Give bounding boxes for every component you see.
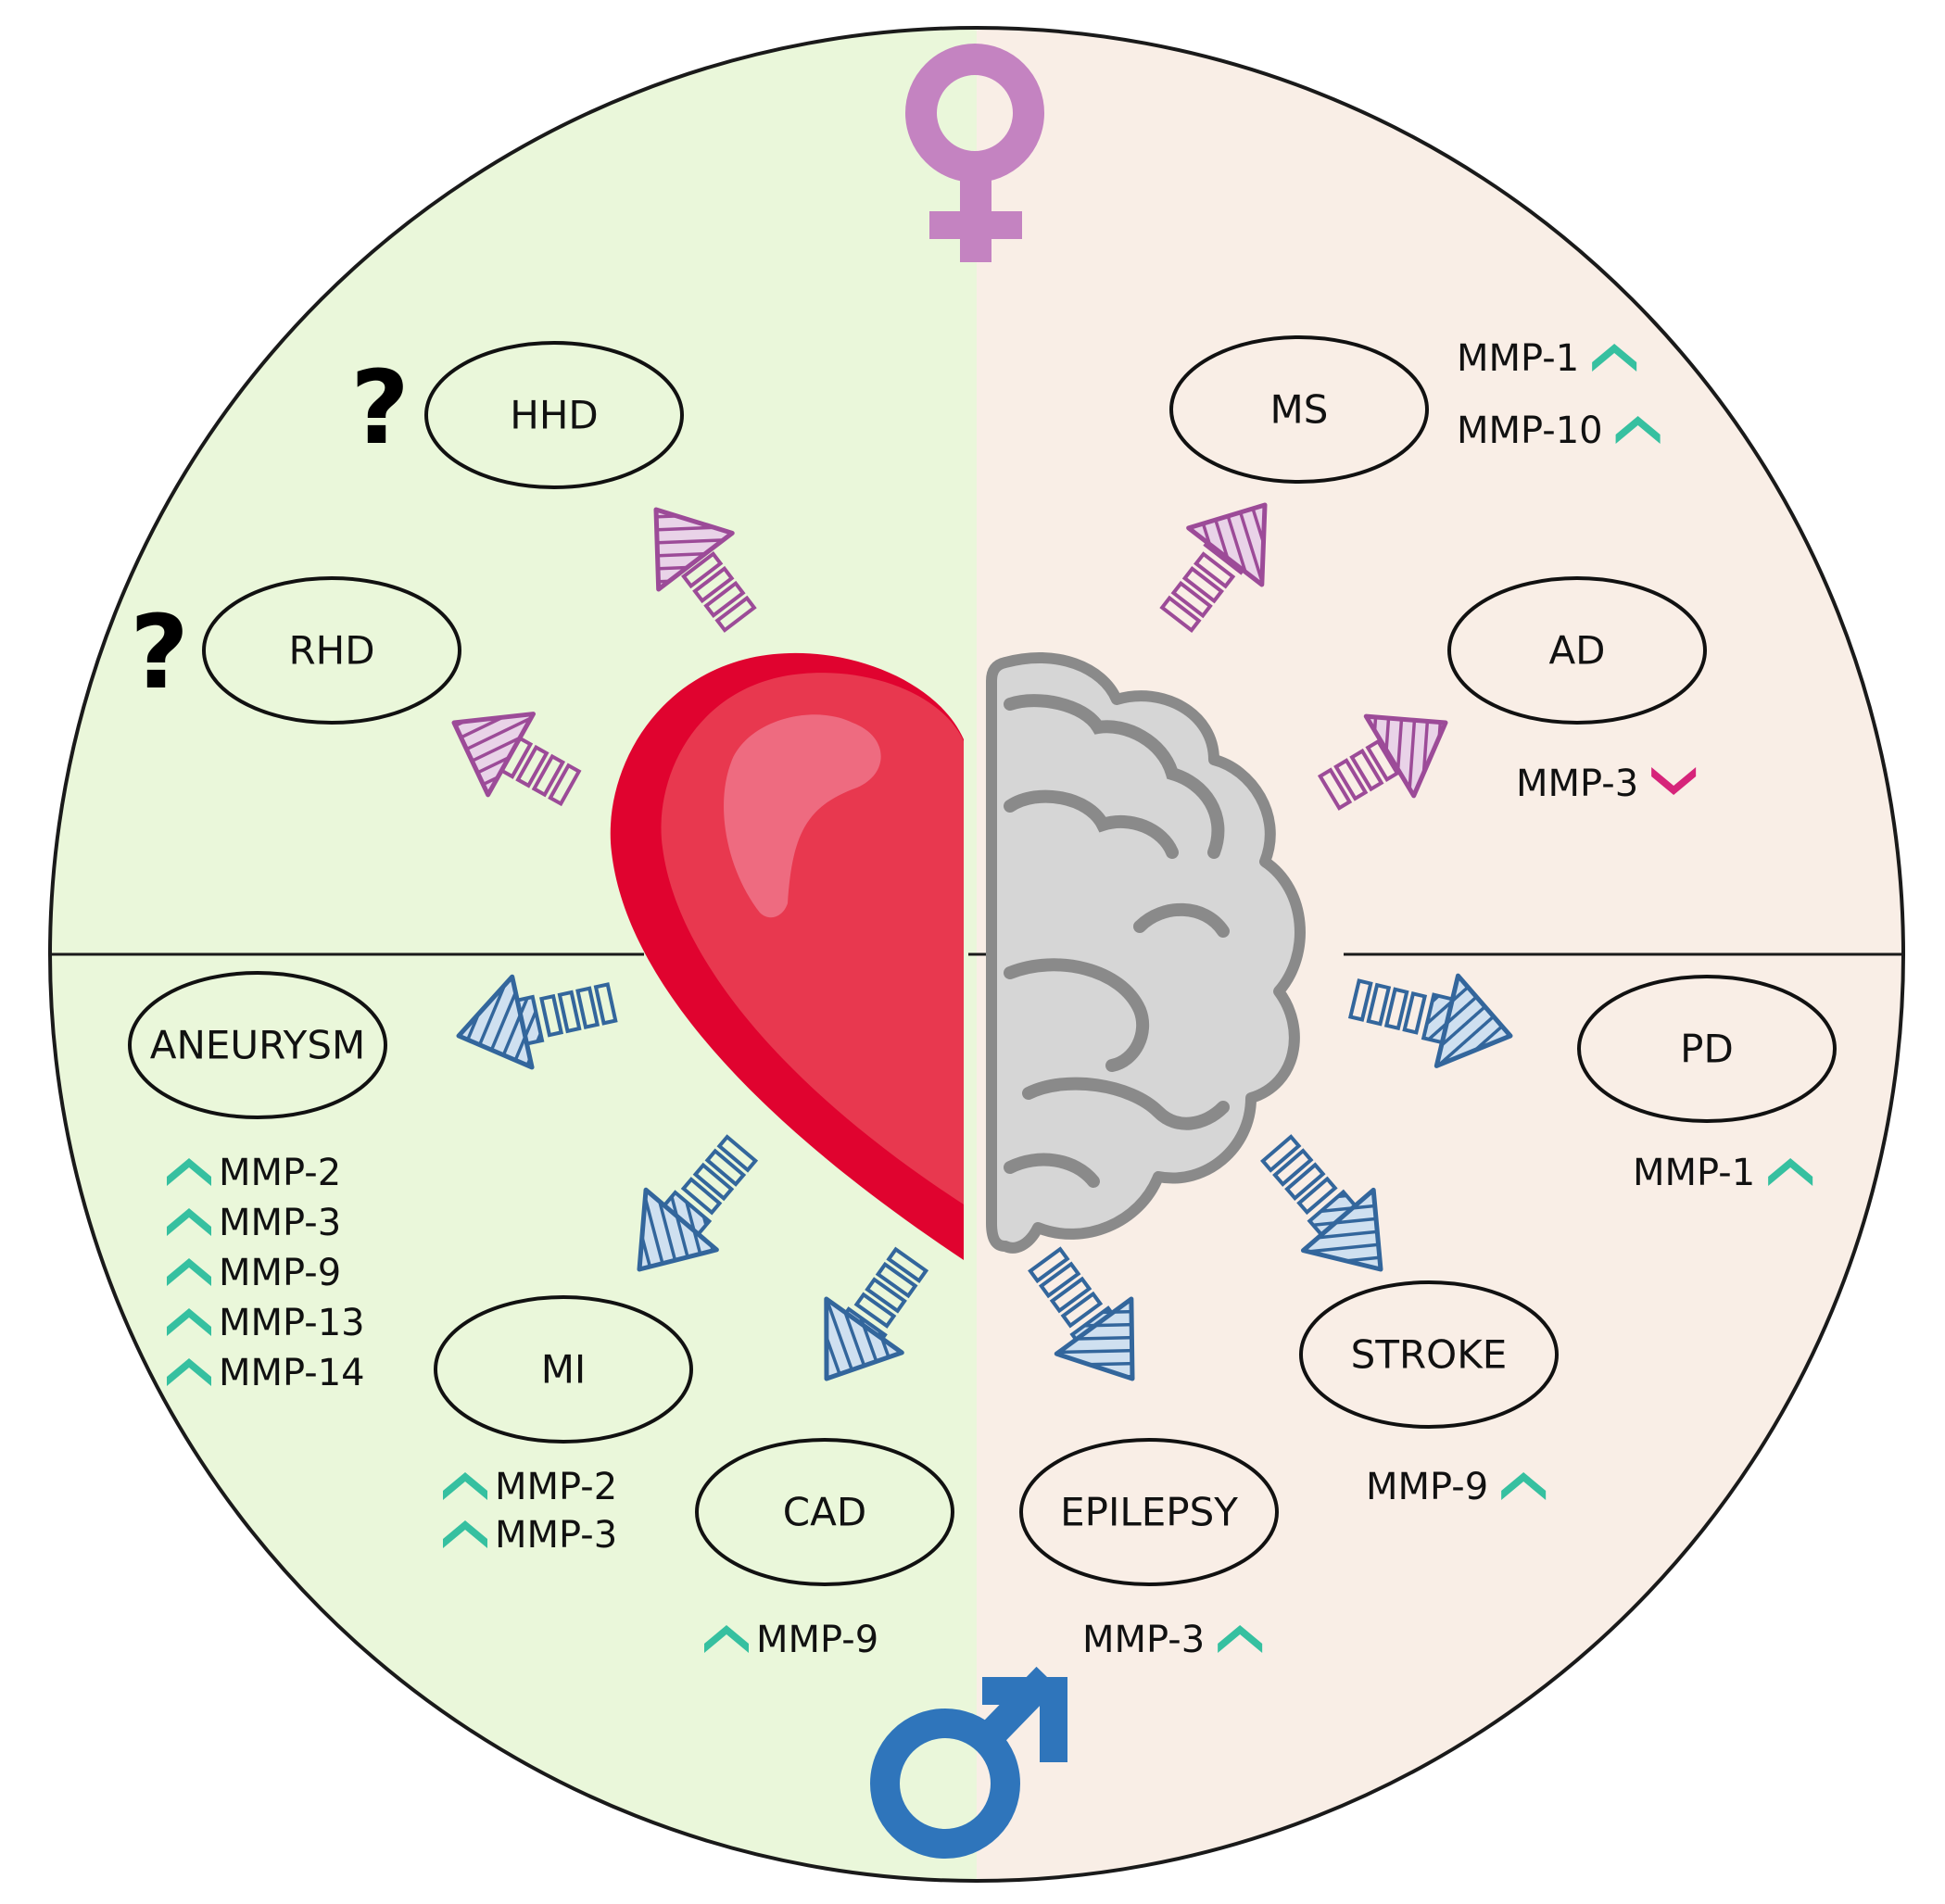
disease-stroke: STROKE: [1299, 1280, 1559, 1429]
mmp-item: MMP-3: [443, 1514, 617, 1557]
male-symbol-icon: [870, 1666, 1067, 1859]
mmp-label: MMP-2: [495, 1466, 617, 1508]
mmp-label: MMP-10: [1457, 410, 1603, 452]
arrow-to-hhd: [653, 507, 757, 633]
mmp-label: MMP-3: [219, 1202, 341, 1244]
disease-label: RHD: [288, 628, 374, 674]
up-chevron-icon: [167, 1308, 211, 1336]
mmp-label: MMP-3: [495, 1514, 617, 1557]
mmp-list-epilepsy: MMP-3: [1082, 1619, 1263, 1661]
arrow-to-pd: [1347, 973, 1513, 1068]
disease-label: HHD: [510, 393, 599, 438]
disease-label: CAD: [783, 1490, 866, 1535]
mmp-item: MMP-3: [1082, 1619, 1263, 1661]
up-chevron-icon: [443, 1472, 487, 1500]
mmp-item: MMP-14: [167, 1352, 365, 1394]
disease-label: MI: [541, 1347, 587, 1393]
arrows: [451, 502, 1513, 1381]
up-chevron-icon: [443, 1520, 487, 1548]
up-chevron-icon: [167, 1208, 211, 1236]
disease-label: PD: [1680, 1027, 1734, 1072]
disease-ms: MS: [1169, 335, 1429, 484]
up-chevron-icon: [1615, 416, 1661, 444]
mmp-label: MMP-1: [1633, 1152, 1755, 1194]
disease-mi: MI: [434, 1295, 693, 1444]
disease-label: AD: [1548, 628, 1605, 674]
disease-pd: PD: [1577, 975, 1837, 1123]
mmp-label: MMP-9: [1366, 1466, 1488, 1508]
up-chevron-icon: [1501, 1472, 1547, 1500]
up-chevron-icon: [167, 1358, 211, 1386]
mmp-label: MMP-2: [219, 1152, 341, 1194]
female-symbol-icon: [905, 44, 1044, 262]
arrow-to-epilepsy: [1028, 1246, 1135, 1381]
mmp-label: MMP-9: [756, 1619, 878, 1661]
mmp-item: MMP-13: [167, 1302, 365, 1344]
mmp-list-cad: MMP-9: [704, 1619, 878, 1661]
disease-hhd: HHD: [424, 341, 684, 489]
arrow-to-stroke: [1260, 1134, 1383, 1272]
up-chevron-icon: [167, 1258, 211, 1286]
disease-label: STROKE: [1351, 1332, 1508, 1378]
down-chevron-icon: [1651, 767, 1697, 795]
mmp-list-pd: MMP-1: [1633, 1152, 1813, 1194]
mmp-item: MMP-9: [167, 1252, 341, 1294]
up-chevron-icon: [167, 1158, 211, 1186]
mmp-label: MMP-14: [219, 1352, 365, 1394]
mmp-item: MMP-2: [443, 1466, 617, 1508]
mmp-label: MMP-9: [219, 1252, 341, 1294]
arrow-to-ad: [1317, 713, 1448, 811]
disease-label: ANEURYSM: [150, 1023, 365, 1068]
disease-ad: AD: [1447, 576, 1707, 725]
disease-aneurysm: ANEURYSM: [128, 971, 387, 1119]
mmp-label: MMP-3: [1516, 763, 1638, 805]
disease-epilepsy: EPILEPSY: [1019, 1438, 1279, 1586]
mmp-label: MMP-13: [219, 1302, 365, 1344]
mmp-item: MMP-1: [1633, 1152, 1813, 1194]
mmp-label: MMP-3: [1082, 1619, 1205, 1661]
disease-label: MS: [1270, 387, 1329, 433]
disease-rhd: RHD: [202, 576, 461, 725]
mmp-list-ad: MMP-3: [1516, 763, 1697, 805]
up-chevron-icon: [1218, 1625, 1263, 1653]
disease-label: EPILEPSY: [1060, 1490, 1238, 1535]
up-chevron-icon: [1768, 1158, 1813, 1186]
mmp-item: MMP-9: [704, 1619, 878, 1661]
arrow-to-ms: [1159, 502, 1268, 634]
mmp-item: MMP-10: [1457, 410, 1661, 452]
mmp-item: MMP-1: [1457, 337, 1637, 380]
mmp-markers: MMP-1MMP-10MMP-3MMP-2MMP-3MMP-9MMP-13MMP…: [167, 337, 1813, 1661]
arrow-to-mi: [637, 1134, 759, 1272]
unknown-marker-hhd: ?: [350, 348, 410, 467]
mmp-item: MMP-2: [167, 1152, 341, 1194]
up-chevron-icon: [1592, 344, 1637, 372]
mmp-label: MMP-1: [1457, 337, 1579, 380]
arrow-to-cad: [824, 1246, 929, 1381]
mmp-item: MMP-3: [167, 1202, 341, 1244]
unknown-marker-rhd: ?: [130, 593, 189, 712]
up-chevron-icon: [704, 1625, 749, 1653]
mmp-item: MMP-3: [1516, 763, 1697, 805]
disease-cad: CAD: [695, 1438, 954, 1586]
mmp-list-stroke: MMP-9: [1366, 1466, 1547, 1508]
arrow-to-rhd: [451, 712, 582, 807]
arrow-to-aneurysm: [456, 974, 618, 1070]
mmp-item: MMP-9: [1366, 1466, 1547, 1508]
heart-half-icon: [610, 652, 964, 1260]
brain-half-icon: [986, 651, 1306, 1254]
